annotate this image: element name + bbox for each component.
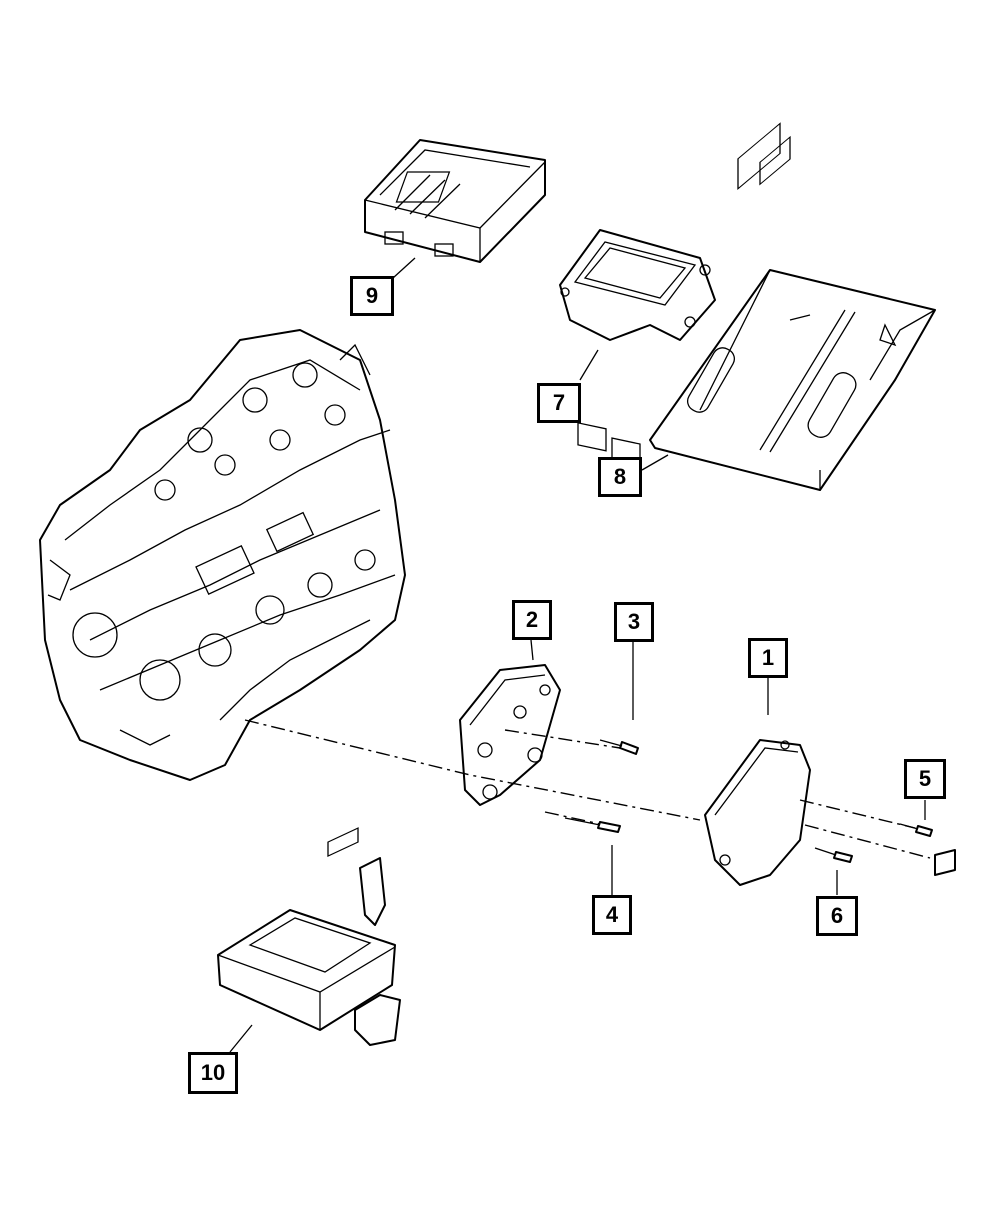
bracket-8-drawing xyxy=(649,269,936,491)
module-10-drawing xyxy=(217,827,401,1046)
callout-8[interactable]: 8 xyxy=(598,457,642,497)
bracket-2-drawing xyxy=(459,664,561,806)
module-9-drawing xyxy=(364,139,546,263)
callout-4[interactable]: 4 xyxy=(592,895,632,935)
callout-10[interactable]: 10 xyxy=(188,1052,238,1094)
fastener-3 xyxy=(599,739,639,755)
callout-9[interactable]: 9 xyxy=(350,276,394,316)
fastener-5 xyxy=(899,823,933,837)
leader-lines xyxy=(229,257,926,1053)
module-1-drawing xyxy=(704,122,811,886)
clip-part xyxy=(934,849,956,876)
fastener-6 xyxy=(814,847,853,863)
callout-5[interactable]: 5 xyxy=(904,759,946,799)
callout-1[interactable]: 1 xyxy=(748,638,788,678)
fastener-4 xyxy=(564,817,621,833)
engine-block xyxy=(39,329,406,781)
callout-3[interactable]: 3 xyxy=(614,602,654,642)
module-7-drawing xyxy=(559,229,716,467)
callout-6[interactable]: 6 xyxy=(816,896,858,936)
callout-2[interactable]: 2 xyxy=(512,600,552,640)
callout-7[interactable]: 7 xyxy=(537,383,581,423)
